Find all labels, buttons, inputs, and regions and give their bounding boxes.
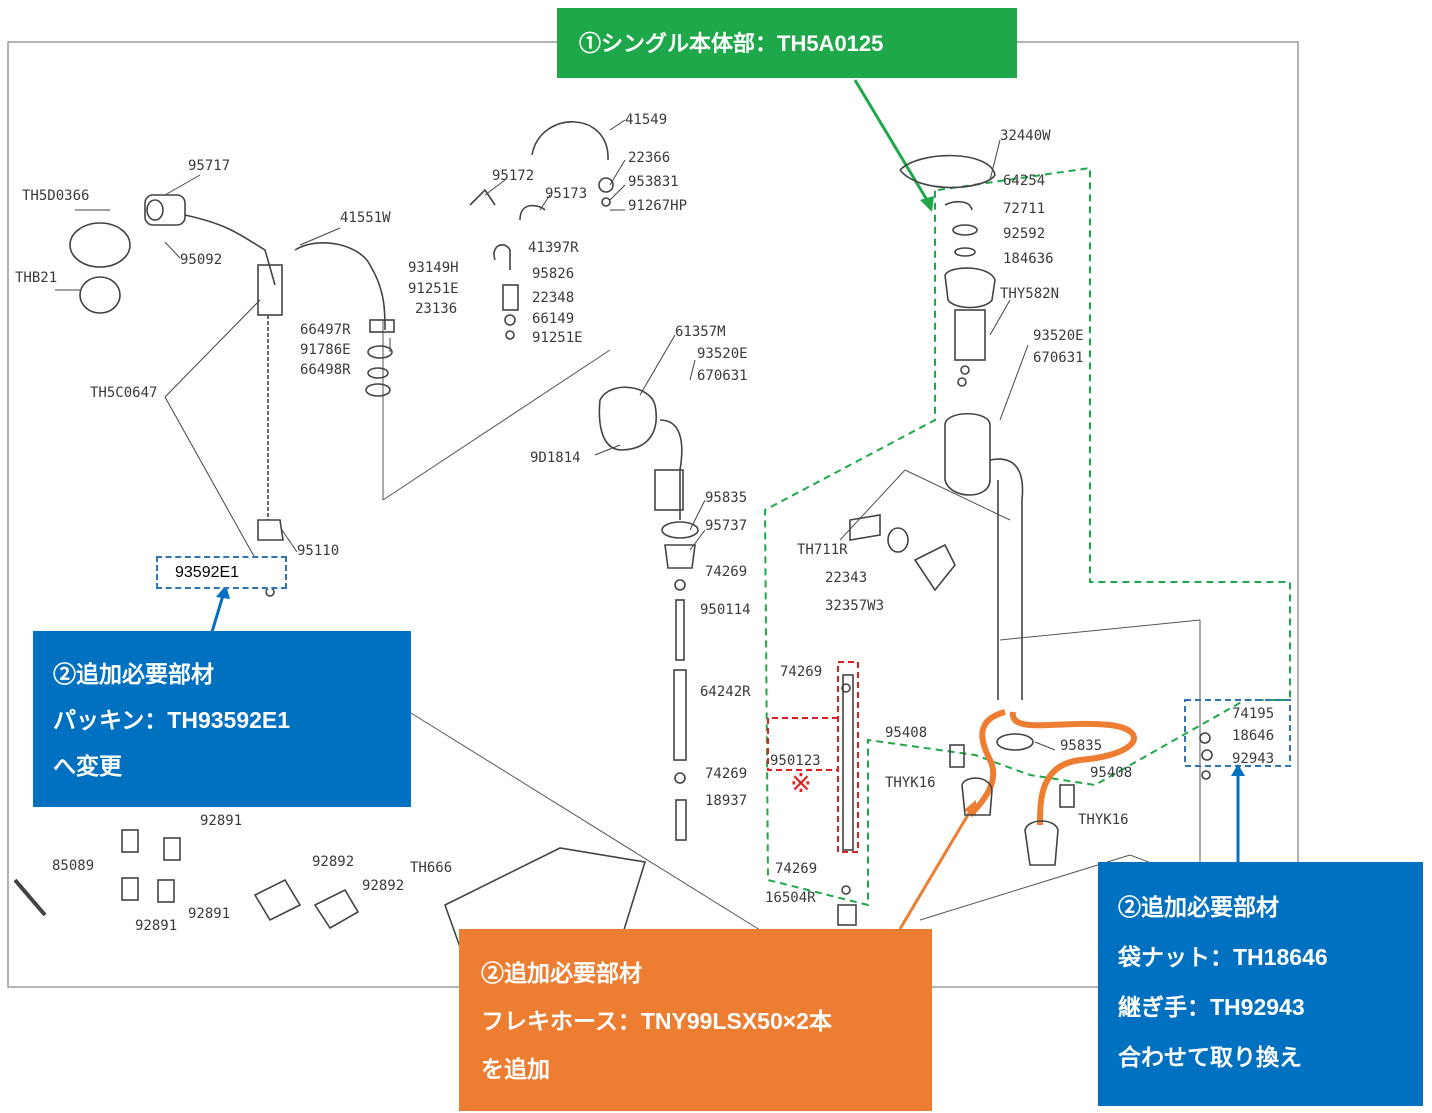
part-label: 184636	[1003, 251, 1054, 267]
part-label: 95408	[1090, 765, 1132, 781]
part-label: 18937	[705, 793, 747, 809]
part-label: 95408	[885, 725, 927, 741]
part-label: 32357W3	[825, 598, 884, 614]
part-label: 85089	[52, 858, 94, 874]
part-label: 74269	[780, 664, 822, 680]
callout-line: 継ぎ手：TH92943	[1118, 994, 1305, 1020]
part-label: 92592	[1003, 226, 1045, 242]
part-label: 95092	[180, 252, 222, 268]
main-body-callout: ①シングル本体部：TH5A0125	[557, 8, 1017, 78]
nut-callout: ②追加必要部材 袋ナット：TH18646 継ぎ手：TH92943 合わせて取り換…	[1098, 862, 1423, 1106]
part-label: 95173	[545, 186, 587, 202]
part-label: 95835	[1060, 738, 1102, 754]
flexible-hose-left	[967, 709, 1006, 818]
part-label: 74269	[705, 564, 747, 580]
part-label: TH711R	[797, 542, 848, 558]
center-spout-parts	[469, 121, 699, 841]
part-label: 74269	[705, 766, 747, 782]
part-label: 23136	[415, 301, 457, 317]
right-body-parts	[837, 154, 1213, 926]
part-labels: 95717 TH5D0366 95092 THB21 41551W TH5C06…	[15, 112, 1274, 934]
part-label: 91251E	[532, 330, 583, 346]
callout-line: ②追加必要部材	[53, 661, 214, 687]
flexible-hose-right	[1009, 711, 1137, 826]
callout-line: 袋ナット：TH18646	[1118, 944, 1328, 970]
part-label: 9D1814	[530, 450, 581, 466]
part-label: 92892	[362, 878, 404, 894]
note-mark: ※	[790, 769, 812, 799]
part-label: 22366	[628, 150, 670, 166]
part-label: 91267HP	[628, 198, 687, 214]
part-label: THB21	[15, 270, 57, 286]
part-label: 92891	[200, 813, 242, 829]
part-label: 32440W	[1000, 128, 1051, 144]
packing-callout: ②追加必要部材 パッキン：TH93592E1 へ変更	[33, 631, 411, 807]
part-label: 18646	[1232, 728, 1274, 744]
callout-arrows	[210, 79, 1245, 930]
part-label: 93149H	[408, 260, 459, 276]
part-label: 92891	[188, 906, 230, 922]
part-label: 74269	[775, 861, 817, 877]
callout-line: フレキホース：TNY99LSX50×2本	[481, 1008, 832, 1034]
part-label: 72711	[1003, 201, 1045, 217]
part-label: 64242R	[700, 684, 751, 700]
part-label: 41549	[625, 112, 667, 128]
part-label: 66498R	[300, 362, 351, 378]
part-label: 93520E	[1033, 328, 1084, 344]
part-label: 66497R	[300, 322, 351, 338]
part-label: 92943	[1232, 751, 1274, 767]
part-label: 93520E	[697, 346, 748, 362]
callout-line: パッキン：TH93592E1	[53, 707, 291, 733]
main-body-dashed-outline	[763, 166, 1291, 907]
part-label: 22343	[825, 570, 867, 586]
part-label: 22348	[532, 290, 574, 306]
callout-line: ①シングル本体部：TH5A0125	[579, 31, 884, 56]
part-label: 670631	[1033, 350, 1084, 366]
part-label: 91786E	[300, 342, 351, 358]
part-label: 670631	[697, 368, 748, 384]
part-label: 41551W	[340, 210, 391, 226]
part-label: TH666	[410, 860, 452, 876]
part-label: 91251E	[408, 281, 459, 297]
red-dashed-label-box	[767, 717, 838, 771]
part-label: 41397R	[528, 240, 579, 256]
callout-line: 合わせて取り換え	[1118, 1044, 1302, 1070]
red-dashed-rod	[837, 661, 859, 853]
callout-line: を追加	[481, 1056, 550, 1082]
part-label: 66149	[532, 311, 574, 327]
part-label: 95737	[705, 518, 747, 534]
part-label: 95110	[297, 543, 339, 559]
part-label: 74195	[1232, 706, 1274, 722]
part-label: THYK16	[1078, 812, 1129, 828]
callout-line: へ変更	[53, 753, 122, 779]
part-label: 92892	[312, 854, 354, 870]
part-label: 16504R	[765, 890, 816, 906]
hose-callout: ②追加必要部材 フレキホース：TNY99LSX50×2本 を追加	[459, 929, 932, 1111]
part-label: THY582N	[1000, 286, 1059, 302]
part-label: 95835	[705, 490, 747, 506]
boxed-part-label: 93592E1	[156, 556, 287, 589]
part-label: 950114	[700, 602, 751, 618]
part-label: 95717	[188, 158, 230, 174]
part-label: 64254	[1003, 173, 1045, 189]
part-label: TH5D0366	[22, 188, 89, 204]
part-label: 950123	[770, 753, 821, 769]
leader-lines	[55, 119, 1056, 751]
part-label: 95172	[492, 168, 534, 184]
part-label: THYK16	[885, 775, 936, 791]
part-label: TH5C0647	[90, 385, 157, 401]
callout-line: ②追加必要部材	[1118, 894, 1279, 920]
callout-line: ②追加必要部材	[481, 960, 642, 986]
part-label: 61357M	[675, 324, 726, 340]
part-label: 92891	[135, 918, 177, 934]
part-label: 953831	[628, 174, 679, 190]
part-label: 95826	[532, 266, 574, 282]
